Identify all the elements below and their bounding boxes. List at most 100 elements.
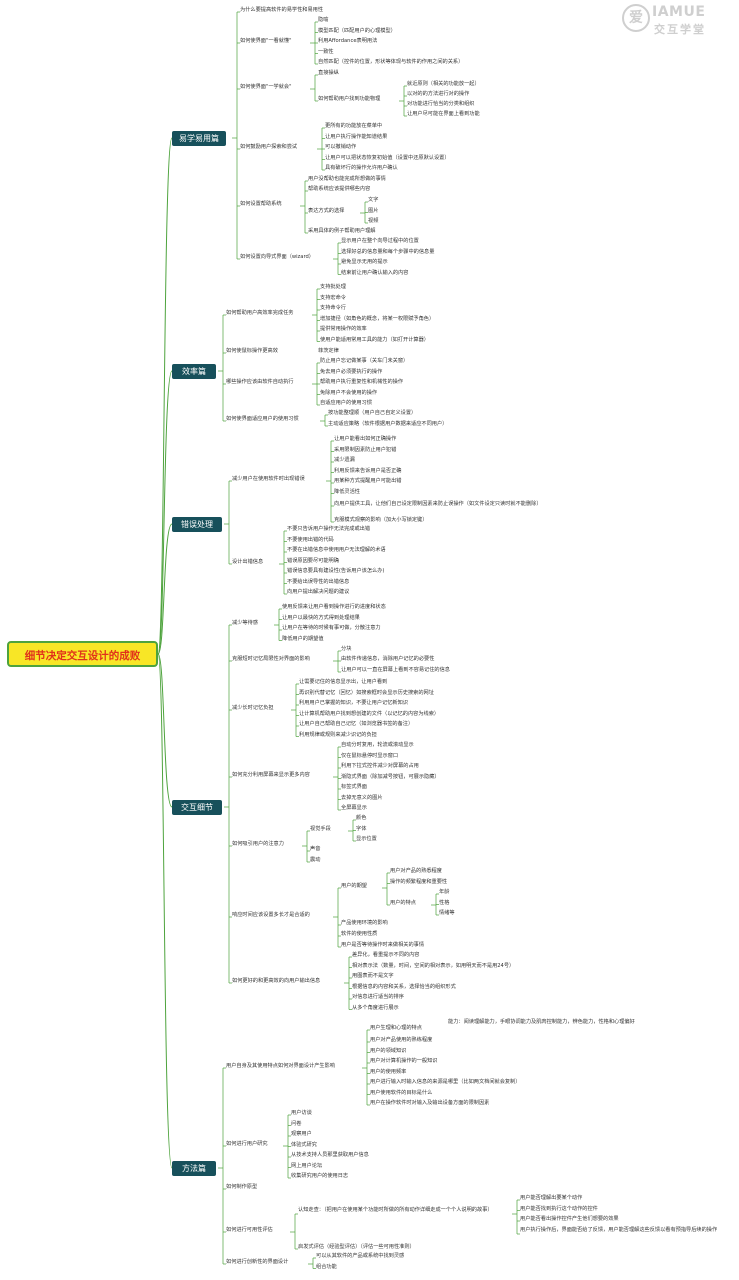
topic-d-q7i-0: 差异化，看重提示不同的内容 bbox=[352, 952, 420, 958]
topic-d-q3i-2: 利用用户已掌握的知识，不要让用户记忆新知识 bbox=[299, 700, 408, 706]
topic-b-q4i-0: 按功能整理顺（用户自己自定义设置） bbox=[328, 410, 417, 416]
topic-a-q3a: 直接操纵 bbox=[318, 70, 339, 76]
topic-d-q4: 如何充分利用屏幕来显示更多内容 bbox=[232, 772, 310, 778]
topic-d-q5ai-2: 显示位置 bbox=[356, 836, 377, 842]
topic-d-q7i-4: 对信息进行适当的排序 bbox=[352, 994, 404, 1000]
topic-d-q5: 如何吸引用户的注意力 bbox=[232, 841, 284, 847]
topic-c-q1i-3: 利用反馈来告诉用户是否正确 bbox=[334, 467, 402, 474]
topic-a-q4i-2: 可以撤销动作 bbox=[325, 144, 357, 150]
topic-d-q4i-3: 渐隐式界面（除加减号按钮，可展示隐藏） bbox=[341, 773, 440, 780]
topic-a-q5d: 采用具体的例子帮助用户理解 bbox=[308, 228, 376, 234]
topic-d-q5b: 声音 bbox=[310, 846, 321, 852]
topic-b-q1i-4: 提供常用操作的效率 bbox=[320, 326, 367, 332]
topic-d-q5c: 震动 bbox=[310, 857, 321, 863]
topic-c-q2i-2: 不要在出错信息中使用用户无法理解的术语 bbox=[287, 547, 386, 553]
topic-d-q2i-1: 让用户可以一直在屏幕上看到不容易记住的信息 bbox=[341, 667, 450, 673]
topic-d-q7: 如何更好的和更高效的向用户输出信息 bbox=[232, 978, 321, 984]
topic-d-q3i-3: 让计算机帮助用户找到想创建的文件（以记忆的内容为线索） bbox=[299, 710, 440, 717]
topic-a-q5c: 表达方式的选择 bbox=[308, 208, 345, 214]
topic-e-q2i-5: 网上用户论坛 bbox=[291, 1162, 323, 1169]
topic-a-q6i-0: 显示用户在整个向导过程中的位置 bbox=[341, 238, 419, 244]
topic-e-q2: 如何进行用户研究 bbox=[226, 1141, 268, 1147]
category-error-handling: 错误处理 bbox=[172, 517, 222, 532]
topic-d-q3: 减少长时记忆负担 bbox=[232, 705, 274, 711]
topic-a-q5ci-0: 文字 bbox=[368, 197, 379, 203]
topic-d-q6e: 用户是否等待操作时来做相关的事情 bbox=[341, 942, 425, 948]
topic-b-q3i-1: 免去用户必须要执行的操作 bbox=[320, 368, 383, 375]
topic-d-q6c: 产品使用环境的影响 bbox=[341, 920, 388, 926]
topic-e-q1i-5: 用户使用软件的目标是什么 bbox=[370, 1089, 433, 1096]
topic-a-q5ci-1: 图片 bbox=[368, 207, 379, 214]
topic-c-q1i-2: 减少遗漏 bbox=[334, 457, 355, 463]
topic-e-q1i-4: 用户进行输入时输入信息的来源是哪里（比如两文档间就会复制） bbox=[370, 1079, 521, 1085]
topic-e-q4ai-1: 用户能否找到执行这个动作的控件 bbox=[520, 1205, 598, 1212]
category-methods: 方法篇 bbox=[172, 1161, 216, 1176]
topic-e-q4ai-0: 用户能否理解出要某个动作 bbox=[520, 1195, 583, 1201]
topic-d-q6bi-2: 情绪等 bbox=[439, 910, 455, 916]
topic-a-q2i-4: 自然匹配（控件的位置，形状等体现与软件的作用之间的关系） bbox=[318, 59, 464, 65]
topic-d-q6bi-1: 性格 bbox=[439, 899, 450, 906]
topic-e-q1ad: 能力：阅读理解能力，手眼协调能力及肌肉控制能力，辨色能力，性格和心理偏好 bbox=[448, 1019, 635, 1025]
topic-c-q1i-1: 采用限制因素防止用户犯错 bbox=[334, 446, 397, 453]
root-branch-detail bbox=[157, 653, 173, 808]
topic-d-q6ai-0: 用户对产品的熟悉程度 bbox=[390, 868, 442, 874]
topic-c-q1i-0: 让用户能看出如何正确操作 bbox=[334, 436, 397, 442]
topic-e-q1i-2: 用户对计算机操作的一般知识 bbox=[370, 1058, 438, 1064]
topic-c-q1i-6: 向用户提供工具，让他们自己设定限制因素来防止误操作（如文件设定只读时就不能删除） bbox=[334, 501, 542, 507]
logo-subtext: 交互学堂 bbox=[654, 23, 706, 36]
topic-d-q1i-0: 使用反馈来让用户看到操作进行的进度和状态 bbox=[282, 604, 386, 610]
topic-d-q4i-0: 自动分时复用，轮流或滚动显示 bbox=[341, 742, 414, 748]
topic-a-q6i-2: 避免显示无用的提示 bbox=[341, 259, 388, 265]
topic-e-q5: 如何进行创新性的界面设计 bbox=[226, 1259, 289, 1265]
root-topic: 细节决定交互设计的成败 bbox=[7, 641, 158, 667]
category-ease-of-use: 易学易用篇 bbox=[172, 131, 226, 146]
topic-a-q5b: 帮助系统应该提供哪些内容 bbox=[308, 186, 371, 192]
topic-e-q4ai-3: 用户执行操作后，界面能否给了反馈，用户能否理解这些反馈以看有预指导后续的操作 bbox=[520, 1227, 718, 1233]
category-efficiency: 效率篇 bbox=[172, 364, 216, 379]
topic-d-q4i-5: 去掉无意义的图片 bbox=[341, 794, 383, 801]
topic-b-q3i-4: 自适应用户的使用习惯 bbox=[320, 400, 372, 406]
topic-d-q6ai-1: 操作的频繁程度和重要性 bbox=[390, 878, 448, 885]
topic-c-q1i-5: 降低灵活性 bbox=[334, 488, 360, 495]
root-branch-method bbox=[157, 653, 173, 1169]
topic-e-q2i-6: 收集研究用户的使用日志 bbox=[291, 1173, 349, 1179]
root-branch-ease bbox=[157, 137, 173, 655]
topic-a-q6i-3: 结束前让用户确认输入的内容 bbox=[341, 269, 409, 276]
topic-b-q4: 如何使界面适应用户的使用习惯 bbox=[226, 416, 299, 422]
topic-a-q4i-3: 让用户可以把状态恢复初始值（设置中还原默认设置） bbox=[325, 154, 450, 161]
logo-text: IAMUE bbox=[652, 4, 706, 20]
topic-c-q2i-3: 错误原因要尽可能明确 bbox=[287, 557, 339, 564]
topic-e-q2i-2: 观察用户 bbox=[291, 1131, 312, 1137]
topic-e-q1i-3: 用户的使用频率 bbox=[370, 1068, 407, 1075]
topic-e-q1a: 用户生理和心理的特点 bbox=[370, 1025, 422, 1031]
topic-c-q2i-5: 不要给出误导性的出错信息 bbox=[287, 578, 350, 585]
topic-b-q3i-3: 免除用户不会使用的操作 bbox=[320, 389, 378, 396]
topic-b-q1i-3: 增加捷径（如角色的概念，将某一权限赋予角色） bbox=[320, 315, 435, 322]
topic-b-q3i-2: 帮助用户执行重复性和机械性的操作 bbox=[320, 379, 404, 385]
topic-d-q2: 克服短时记忆局限性对界面的影响 bbox=[232, 656, 310, 662]
topic-e-q5i-0: 可以从其软件的产品或系统中找到灵感 bbox=[316, 1253, 405, 1259]
topic-a-q2i-1: 模型匹配（匹配用户的心理模型） bbox=[318, 27, 396, 34]
topic-c-q2i-0: 不要只告诉用户操作无法完成或出错 bbox=[287, 526, 371, 532]
root-branch-eff bbox=[157, 370, 173, 655]
topic-d-q7i-2: 用图表而不是文字 bbox=[352, 973, 394, 979]
topic-b-q1i-1: 支持宏命令 bbox=[320, 294, 346, 301]
topic-a-q5ci-2: 视频 bbox=[368, 218, 379, 224]
topic-d-q6d: 软件的使用性质 bbox=[341, 931, 378, 937]
topic-d-q4i-4: 标签式界面 bbox=[341, 784, 367, 790]
topic-e-q5i-1: 组合功能 bbox=[316, 1263, 337, 1270]
topic-e-q1i-1: 用户的领域知识 bbox=[370, 1047, 407, 1054]
topic-e-q4b: 启发式评估（经验型评估）（评估一些可用性准则） bbox=[298, 1244, 415, 1250]
topic-e-q1i-6: 用户在操作软件时对输入及输出设备方面的限制因素 bbox=[370, 1100, 490, 1106]
topic-b-q1i-2: 支持命令行 bbox=[320, 305, 346, 311]
topic-d-q4i-2: 利用下拉式控件减少对屏幕的占用 bbox=[341, 763, 419, 769]
topic-d-q4i-1: 仅在鼠标悬停时显示窗口 bbox=[341, 752, 399, 759]
topic-e-q3: 如何制作原型 bbox=[226, 1184, 258, 1190]
topic-a-q5a: 用户没帮助也能完成所想做的事情 bbox=[308, 176, 386, 182]
topic-d-q3i-5: 利用规律或规则来减少识记的负担 bbox=[299, 731, 377, 738]
topic-d-q2i-0: 由软件传递信息，消除用户记忆的必要性 bbox=[341, 656, 435, 662]
topic-b-q1: 如何帮助用户高效率完成任务 bbox=[226, 310, 294, 316]
topic-c-q2: 设计出错信息 bbox=[232, 559, 264, 565]
topic-a-q2i-2: 利用Affordance表明用法 bbox=[318, 38, 378, 44]
category-interaction-details: 交互细节 bbox=[172, 800, 222, 815]
